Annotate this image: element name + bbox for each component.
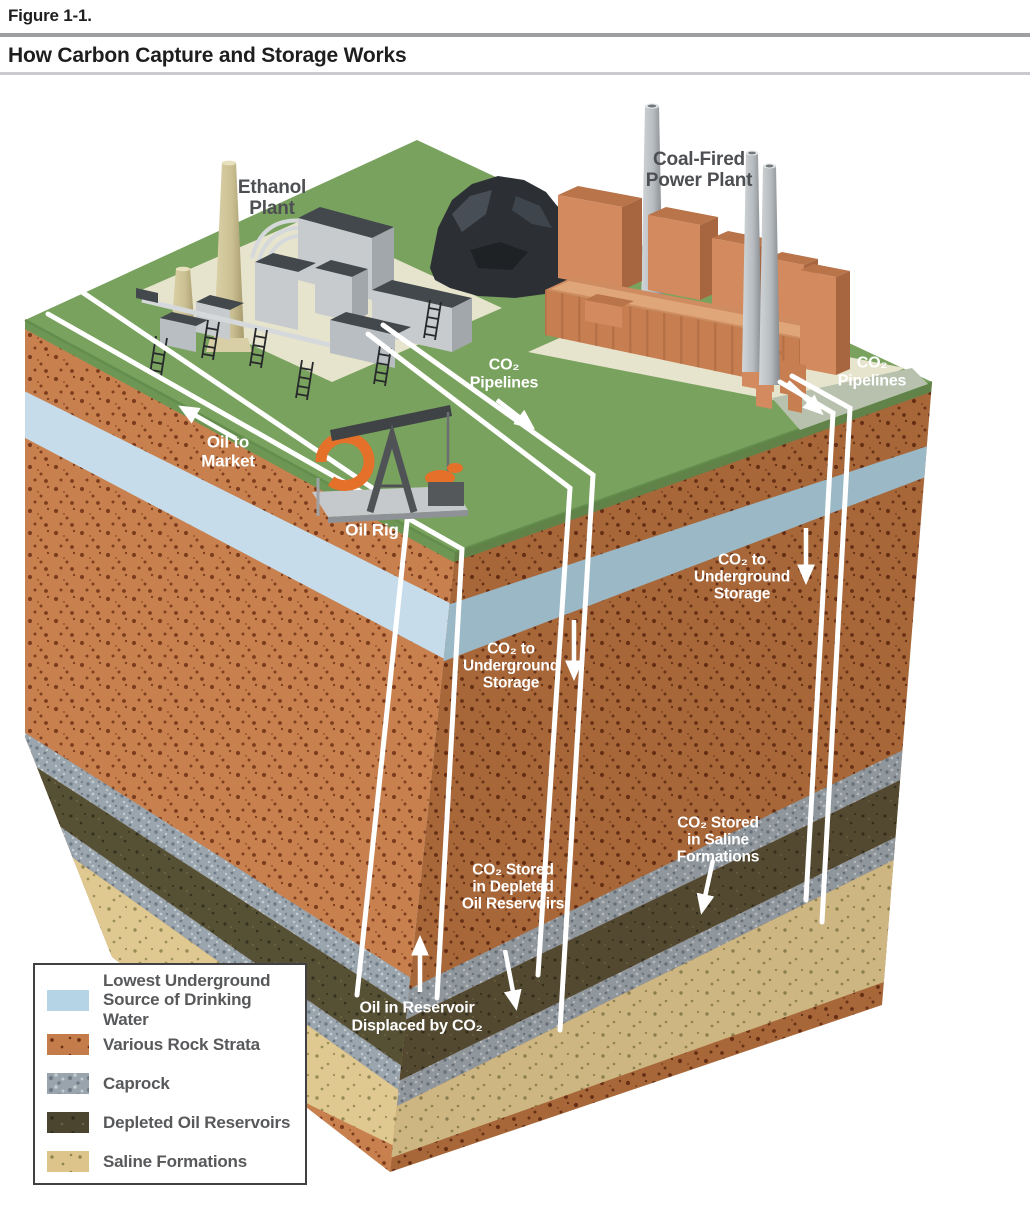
co2-depleted-label: CO₂ Stored in Depleted Oil Reservoirs	[461, 861, 565, 913]
grass-edge-right	[390, 382, 932, 613]
co2-storage-label-mid: CO₂ to Underground Storage	[463, 640, 559, 692]
legend: Lowest Underground Source of Drinking Wa…	[33, 963, 307, 1185]
chimney-icon	[214, 162, 244, 338]
co2-pipeline-well-mid-2	[380, 322, 596, 1033]
legend-item-water: Lowest Underground Source of Drinking Wa…	[47, 971, 295, 1029]
co2-saline-label: CO₂ Stored in Saline Formations	[676, 814, 760, 866]
oil-swatch-icon	[47, 1112, 89, 1133]
saline-swatch-icon	[47, 1151, 89, 1172]
header-rule-bottom	[0, 72, 1030, 75]
ethanol-plant-label: Ethanol Plant	[237, 177, 307, 219]
smokestack-icon	[742, 152, 762, 372]
legend-item-rock: Various Rock Strata	[47, 1025, 295, 1064]
ethanol-plant	[136, 160, 472, 401]
right-face-strata	[390, 382, 932, 1172]
rock-swatch-icon	[47, 1034, 89, 1055]
oil-to-market-arrow	[178, 405, 237, 440]
saline-arrow	[696, 859, 716, 915]
caprock2-layer-right	[390, 766, 932, 1171]
counterweight-wheel-icon	[315, 432, 375, 491]
co2-pipeline-well-mid-1	[365, 331, 573, 978]
legend-item-oil: Depleted Oil Reservoirs	[47, 1103, 295, 1142]
legend-item-caprock: Caprock	[47, 1064, 295, 1103]
co2-pipeline-arrow-mid	[495, 398, 536, 430]
co2-pipeline-well-right-2	[789, 373, 853, 925]
depleted-arrow	[502, 949, 522, 1011]
oil-displaced-label: Oil in Reservoir Displaced by CO₂	[351, 999, 483, 1034]
figure-title: How Carbon Capture and Storage Works	[8, 44, 407, 67]
coal-power-plant	[545, 103, 850, 413]
figure-label: Figure 1-1.	[8, 6, 92, 25]
co2-pipelines-label-mid: CO₂ Pipelines	[469, 356, 539, 391]
co2-storage-label-right: CO₂ to Underground Storage	[694, 551, 790, 603]
plant-right-tower	[800, 270, 836, 375]
co2-pipelines-label-right: CO₂ Pipelines	[837, 354, 907, 389]
flow-arrows	[178, 380, 824, 1011]
coal-plant-label: Coal-Fired Power Plant	[645, 149, 753, 191]
saline-layer-right	[390, 788, 932, 1172]
walking-beam-icon	[330, 405, 452, 441]
header-rule-top	[0, 33, 1030, 37]
co2-pipeline-arrow-right	[786, 380, 824, 416]
water-swatch-icon	[47, 989, 89, 1011]
legend-item-saline: Saline Formations	[47, 1142, 295, 1181]
grass-edge-left	[25, 320, 455, 632]
caprock-layer-left	[25, 706, 455, 1078]
co2-injection-well-left	[45, 311, 465, 1001]
depleted-oil-layer-right	[390, 710, 932, 1145]
oil-rig-label: Oil Rig	[345, 520, 399, 540]
oil-to-market-label: Oil to Market	[201, 432, 255, 470]
coal-pile	[430, 176, 575, 298]
caprock-layer-right	[390, 680, 932, 1084]
oil-production-well	[354, 509, 411, 998]
depleted-oil-layer-left	[25, 736, 455, 1141]
smokestack-icon	[759, 165, 780, 385]
water-layer-left	[25, 334, 455, 724]
water-layer-right	[390, 399, 932, 715]
oil-pipeline	[79, 289, 411, 515]
oil-rig-pumpjack	[312, 405, 468, 523]
caprock-swatch-icon	[47, 1073, 89, 1094]
